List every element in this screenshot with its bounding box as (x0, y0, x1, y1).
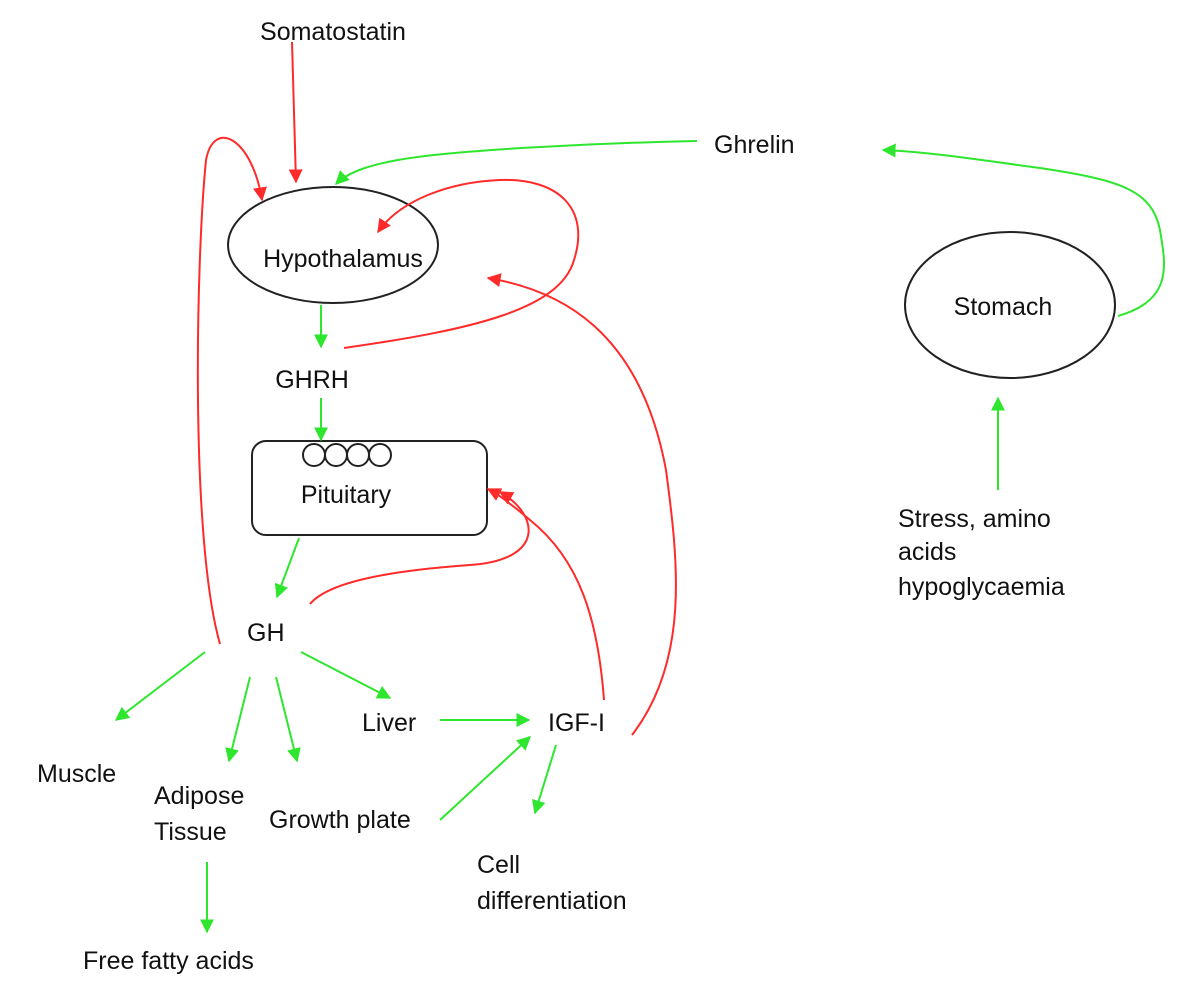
stomach-node (904, 231, 1116, 379)
gh-to-hypothalamus-feedback-arrow (196, 136, 267, 645)
pituitary-receptors (302, 443, 392, 467)
cell-differentiation-label-line1: Cell (477, 851, 520, 879)
pituitary-label: Pituitary (301, 481, 392, 509)
gh-to-muscle-arrow (114, 651, 206, 721)
stomach-to-ghrelin-arrow (881, 143, 1165, 317)
free-fatty-acids-label: Free fatty acids (83, 947, 254, 975)
stomach-label: Stomach (954, 293, 1053, 321)
ghrh-label: GHRH (275, 366, 349, 394)
gh-label: GH (247, 619, 285, 647)
ghrh-to-hypothalamus-feedback-arrow (343, 178, 580, 349)
somatostatin-label: Somatostatin (260, 18, 406, 46)
growth-plate-to-igf1-arrow (439, 736, 532, 821)
receptor-circle (302, 443, 326, 467)
cell-differentiation-label-line2: differentiation (477, 887, 627, 915)
igf1-to-pituitary-feedback-arrow (486, 488, 605, 701)
pituitary-to-gh-arrow (274, 537, 300, 599)
igf1-to-cell-differentiation-arrow (532, 744, 557, 815)
hypothalamus-label: Hypothalamus (263, 245, 423, 273)
hypothalamus-node (227, 186, 439, 304)
igf1-label: IGF-I (548, 709, 605, 737)
receptor-circle (324, 443, 348, 467)
gh-to-adipose-arrow (225, 676, 251, 763)
ghrelin-label: Ghrelin (714, 131, 795, 159)
liver-label: Liver (362, 709, 416, 737)
gh-to-pituitary-feedback-arrow (309, 491, 530, 605)
stress-label-line2: acids (898, 538, 956, 566)
stress-label-line3: hypoglycaemia (898, 573, 1065, 601)
adipose-tissue-label-line2: Tissue (154, 818, 227, 846)
muscle-label: Muscle (37, 760, 116, 788)
igf1-to-hypothalamus-feedback-arrow (486, 273, 677, 736)
growth-plate-label: Growth plate (269, 806, 411, 834)
stress-label-line1: Stress, amino (898, 505, 1051, 533)
somatostatin-to-hypothalamus-arrow (288, 41, 303, 184)
gh-to-liver-arrow (300, 651, 392, 699)
receptor-circle (346, 443, 370, 467)
gh-to-growth-plate-arrow (275, 676, 301, 763)
adipose-tissue-label-line1: Adipose (154, 782, 244, 810)
receptor-circle (368, 443, 392, 467)
ghrelin-to-hypothalamus-arrow (335, 140, 698, 185)
